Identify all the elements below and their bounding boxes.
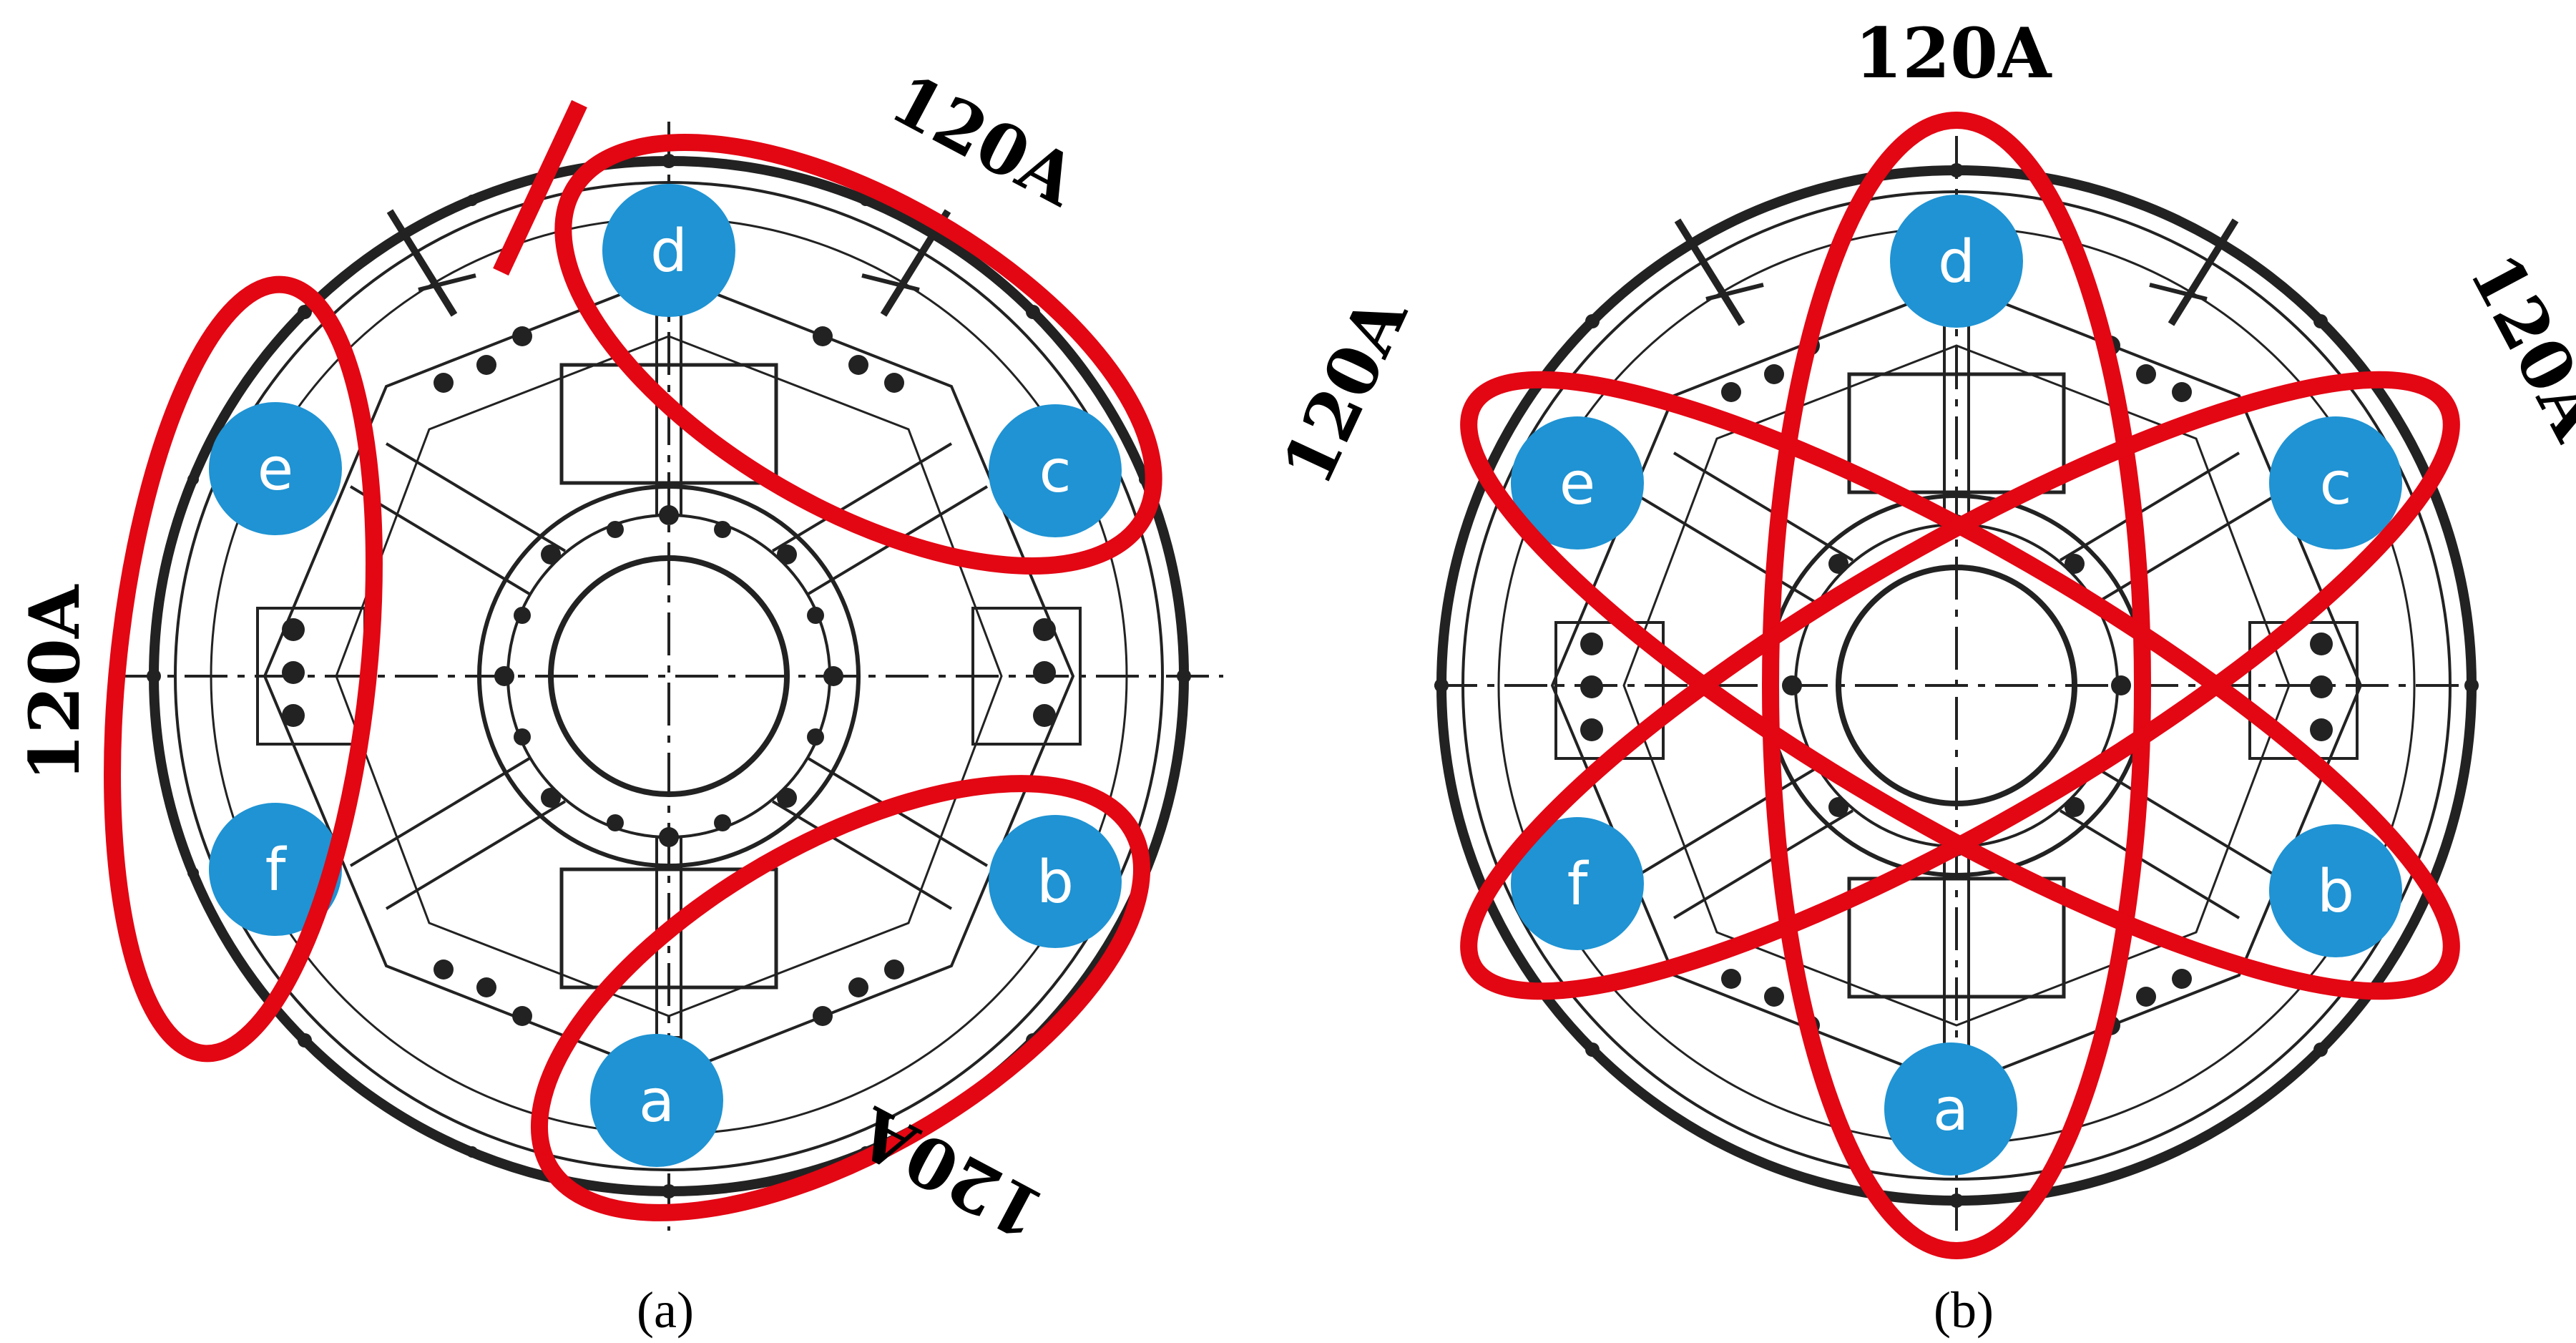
caption-b: (b)	[1934, 1281, 1994, 1339]
current-label-right: 120A	[2454, 240, 2576, 453]
loop-a-d	[1762, 112, 2151, 1259]
current-loops-a	[104, 99, 1162, 1221]
coil-label: b	[2317, 858, 2354, 926]
loop-c-d-lead	[493, 99, 587, 276]
loop-a-b	[531, 775, 1150, 1221]
coil-label: d	[650, 218, 687, 285]
coil-label: e	[1559, 450, 1595, 518]
panel-b: a b c d e f 120A 120A 120	[1266, 13, 2576, 1339]
coil-label: a	[639, 1068, 675, 1136]
coil-e-panel-b: e	[1511, 416, 1644, 550]
loop-e-f	[104, 275, 383, 1063]
loop-c-d	[554, 134, 1162, 575]
current-loops-b	[1460, 112, 2460, 1259]
coil-e-panel-a: e	[209, 402, 342, 535]
coil-label: e	[258, 436, 293, 504]
coil-a-panel-a: a	[590, 1034, 723, 1167]
coil-label: a	[1933, 1076, 1969, 1144]
coil-d-panel-b: d	[1890, 195, 2023, 328]
current-label-left: 120A	[1266, 283, 1423, 497]
coil-f-panel-b: f	[1511, 817, 1644, 950]
coil-label: b	[1037, 849, 1074, 917]
loop-e-b	[1460, 371, 2460, 1000]
caption-a: (a)	[637, 1281, 694, 1339]
current-label-left: 120A	[14, 584, 95, 781]
current-label-top: 120A	[1855, 13, 2052, 94]
panel-a: a b c d e f 120A 120A	[14, 58, 1223, 1339]
coil-label: d	[1938, 228, 1975, 296]
coil-a-panel-b: a	[1884, 1042, 2017, 1176]
coil-c-panel-a: c	[989, 404, 1122, 537]
coil-f-panel-a: f	[209, 803, 342, 936]
coil-label: f	[1567, 851, 1590, 919]
coil-label: c	[1039, 438, 1071, 506]
coil-b-panel-b: b	[2269, 824, 2402, 957]
coil-d-panel-a: d	[602, 184, 735, 317]
loop-c-f	[1460, 371, 2460, 1000]
coil-c-panel-b: c	[2269, 416, 2402, 550]
coil-b-panel-a: b	[989, 815, 1122, 948]
coil-label: c	[2319, 450, 2351, 518]
coil-label: f	[265, 836, 288, 904]
